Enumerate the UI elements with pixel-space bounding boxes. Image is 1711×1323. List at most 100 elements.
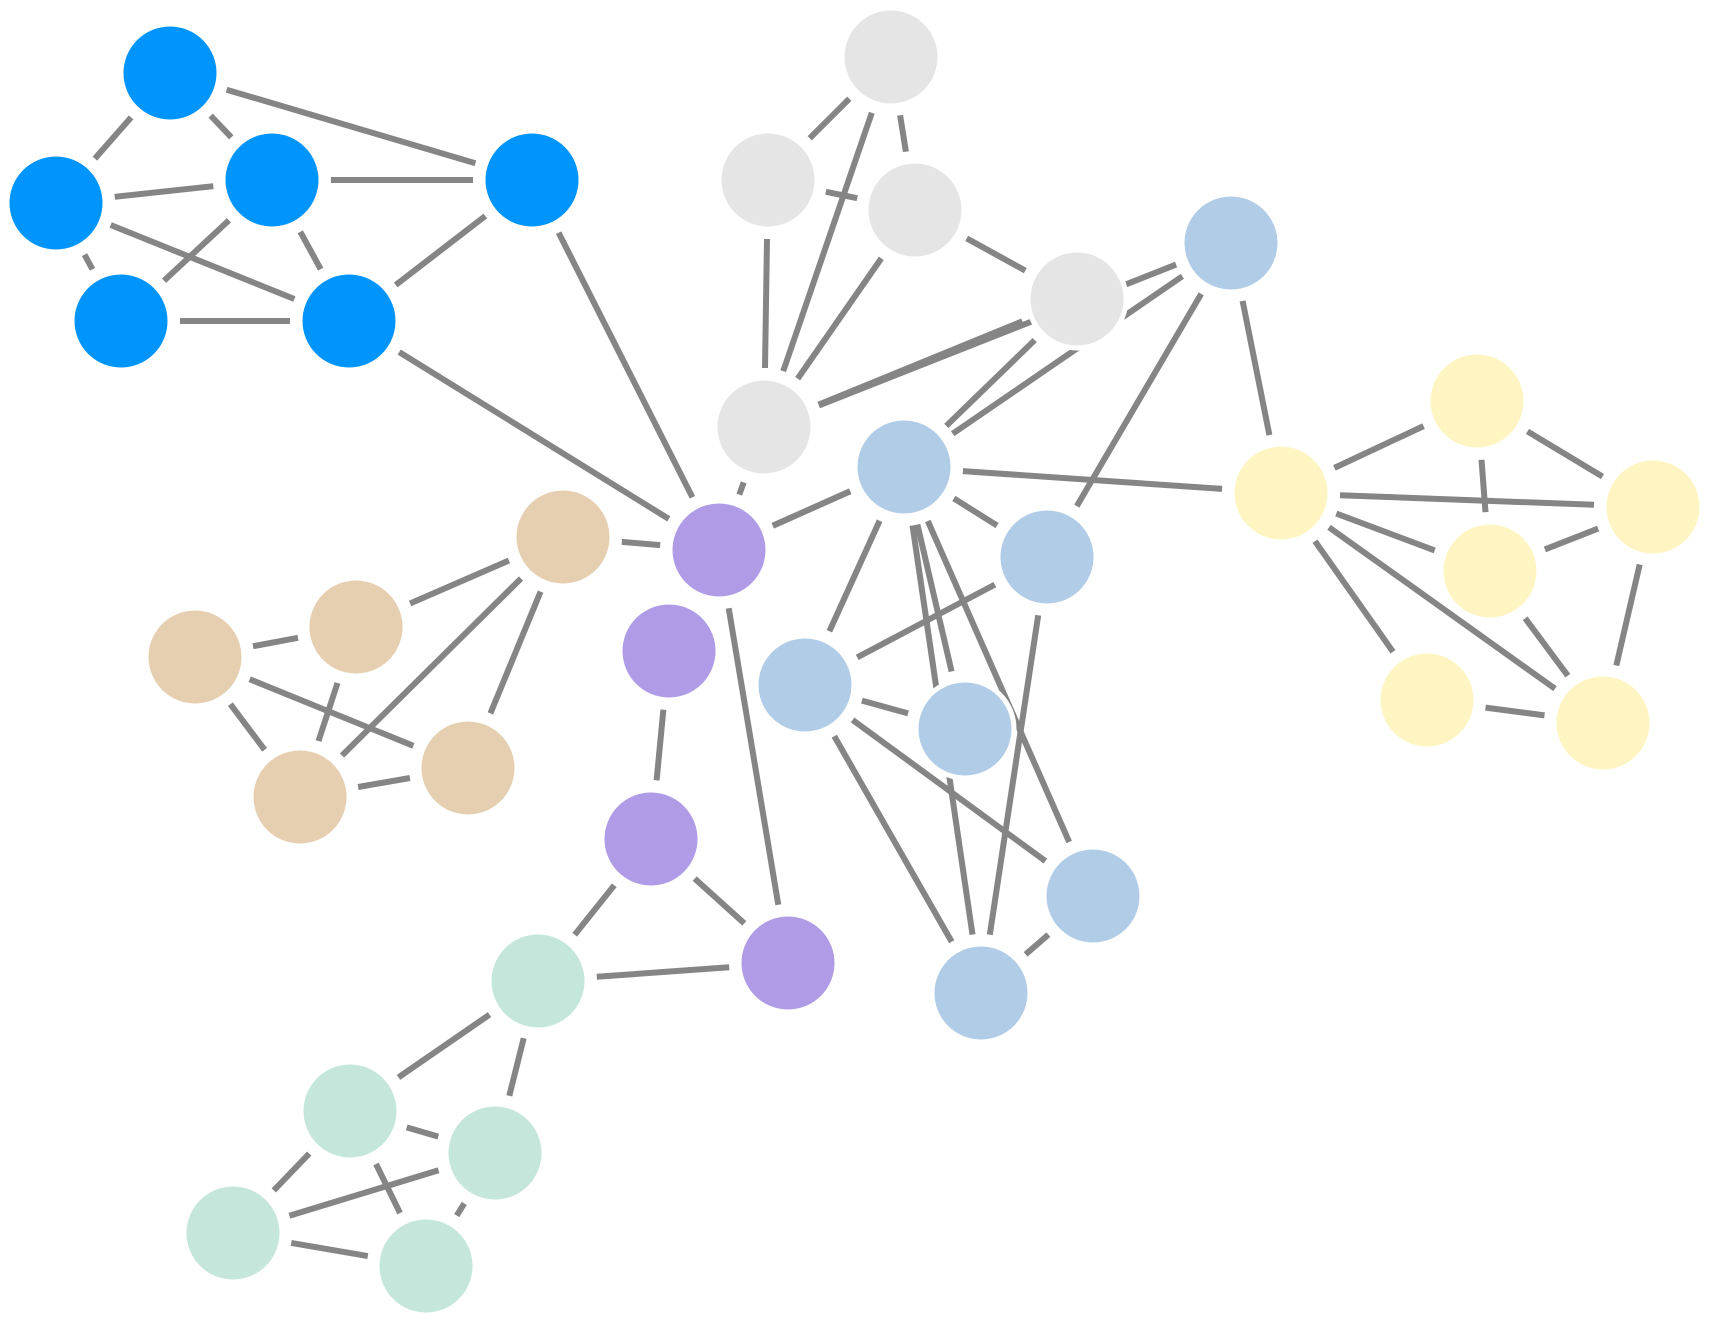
edge-t4-t5 [357,775,411,790]
node-tan-t3[interactable] [143,605,247,709]
edge-g4-l2 [944,337,1037,429]
edge-l2-l3 [952,495,999,529]
node-tan-t5[interactable] [248,745,352,849]
node-yellow-y3[interactable] [1601,455,1705,559]
edge-l2-l6 [925,519,1072,844]
node-gray-g5[interactable] [712,375,816,479]
node-lightblue-l4[interactable] [753,633,857,737]
node-mint-m4[interactable] [181,1181,285,1285]
node-tan-t4[interactable] [416,716,520,820]
edge-l4-l6 [850,717,1048,864]
edge-b6-p1 [555,231,696,499]
edge-g2-g5 [762,238,770,369]
edge-m1-m2 [396,1012,492,1080]
node-purple-p2[interactable] [617,599,721,703]
node-lightblue-l2[interactable] [852,415,956,519]
edge-l3-l4 [855,581,997,661]
edge-b1-b6 [225,86,477,167]
edge-p4-m1 [596,964,730,980]
edge-p1-p4 [725,607,782,906]
node-blue-b5[interactable] [297,269,401,373]
edge-t3-t5 [227,702,268,752]
edge-l2-y1 [962,468,1223,492]
edge-m2-m3 [405,1124,440,1140]
edge-y2-y4 [1478,459,1489,513]
edge-b1-b3 [208,113,234,140]
edge-l4-l5 [861,697,909,717]
edge-l1-y1 [1239,300,1273,436]
node-purple-p3[interactable] [599,787,703,891]
edge-y1-y4 [1335,510,1436,554]
edge-g1-g2 [807,96,852,141]
nodes-layer [4,5,1705,1318]
edge-p1-l2 [771,488,852,529]
edge-t1-p1 [621,538,661,549]
node-yellow-y2[interactable] [1425,349,1529,453]
edge-b1-b2 [92,115,134,161]
node-blue-b3[interactable] [220,128,324,232]
node-blue-b4[interactable] [69,269,173,373]
node-yellow-y6[interactable] [1551,671,1655,775]
edge-p3-m1 [572,883,617,937]
edge-l2-l5 [914,523,955,673]
edge-m1-m3 [506,1037,527,1097]
edge-y3-y4 [1543,525,1600,553]
edge-t3-t4 [248,676,415,749]
edge-g3-g5 [795,256,884,381]
edge-y1-y3 [1339,492,1595,508]
edge-b2-b3 [114,183,214,200]
edge-y1-y6 [1327,524,1557,692]
edge-l1-l2 [951,273,1184,437]
node-mint-m5[interactable] [374,1214,478,1318]
edge-m3-m4 [288,1167,440,1219]
node-mint-m3[interactable] [443,1101,547,1205]
node-blue-b1[interactable] [118,21,222,125]
node-tan-t1[interactable] [511,485,615,589]
edge-t1-t2 [408,557,511,607]
edge-y1-y2 [1333,423,1425,471]
edge-g1-g5 [780,111,875,373]
node-yellow-y5[interactable] [1375,648,1479,752]
edge-b2-b4 [81,253,96,271]
node-gray-g3[interactable] [863,158,967,262]
edge-g2-g3 [825,188,858,202]
node-mint-m1[interactable] [486,929,590,1033]
edge-m2-m4 [271,1151,312,1193]
edge-l3-l7 [986,614,1042,936]
node-purple-p1[interactable] [667,498,771,602]
edge-l4-l7 [831,734,955,944]
edge-t1-t4 [487,590,544,715]
node-blue-b2[interactable] [4,151,108,255]
edge-y3-y6 [1613,563,1643,667]
node-yellow-y4[interactable] [1438,519,1542,623]
node-lightblue-l5[interactable] [913,677,1017,781]
node-purple-p4[interactable] [736,911,840,1015]
node-mint-m2[interactable] [298,1059,402,1163]
edge-m4-m5 [290,1239,369,1260]
edge-y2-y3 [1525,428,1605,480]
edge-p2-p3 [653,709,667,781]
edge-l2-l4 [826,519,883,633]
edge-l1-l3 [1074,292,1204,508]
edge-b5-b6 [393,213,488,288]
node-blue-b6[interactable] [480,128,584,232]
node-lightblue-l1[interactable] [1179,191,1283,295]
node-gray-g1[interactable] [839,5,943,109]
node-lightblue-l3[interactable] [995,505,1099,609]
edge-y1-y5 [1312,539,1396,654]
edge-b3-b4 [162,218,231,283]
node-gray-g4[interactable] [1025,247,1129,351]
edge-g5-p1 [736,481,747,496]
edge-g3-g4 [965,235,1027,274]
edge-b3-b5 [297,230,324,271]
edge-p3-p4 [692,876,747,926]
edge-b2-b5 [109,222,296,302]
node-lightblue-l6[interactable] [1041,844,1145,948]
edge-b5-p1 [397,349,671,522]
node-lightblue-l7[interactable] [929,941,1033,1045]
node-gray-g2[interactable] [716,128,820,232]
node-tan-t2[interactable] [304,575,408,679]
node-yellow-y1[interactable] [1229,441,1333,545]
edge-y4-y6 [1522,616,1571,678]
